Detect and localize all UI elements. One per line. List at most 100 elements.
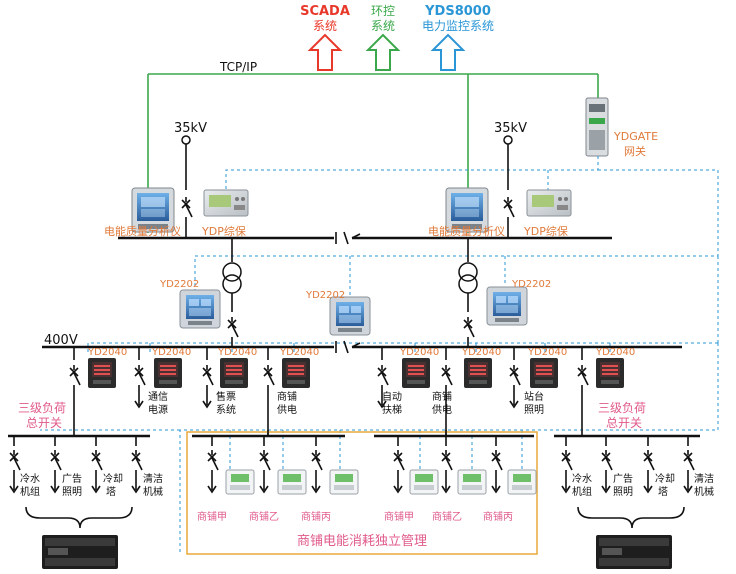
gateway-sub: 网关 <box>624 144 646 158</box>
shops-title: 商铺电能消耗独立管理 <box>297 534 427 549</box>
yd2202-right-label: YD2202 <box>511 279 551 290</box>
shop-right-1: 商铺甲 <box>384 436 439 523</box>
load-right-branch-1-line1: 冷水 <box>572 472 592 485</box>
yd2040-meter-5-icon <box>402 358 430 388</box>
yd2040-label-2: YD2040 <box>151 347 191 358</box>
load-left-title-line1: 三级负荷 <box>18 401 66 415</box>
comm-power-arrow-icon <box>134 390 144 408</box>
shop-right-3-arrow-icon <box>491 475 501 493</box>
load-right-branch-3-line1: 冷却 <box>655 472 675 485</box>
yd2040-meter-1-icon <box>88 358 116 388</box>
shop-right-2-breaker-icon <box>441 449 453 477</box>
load-left-brace <box>25 506 133 529</box>
load-left-branch-2: 广告 照明 <box>50 436 82 498</box>
plc-controller-right-icon <box>596 535 672 569</box>
yd2202-center: YD2202 <box>305 290 371 336</box>
hv-section-left: 35kV 电能质量分析仪 YDP综保 <box>104 121 249 238</box>
shop-left-2-breaker-icon <box>259 449 271 477</box>
load-left-branch-3: 冷却 塔 <box>91 436 123 498</box>
shop-left-3-arrow-icon <box>311 475 321 493</box>
load-left-branch-3-breaker-icon <box>91 449 103 477</box>
load-right-branch-4: 清洁 机械 <box>683 436 714 498</box>
load-left-branch-1: 冷水 机组 <box>9 436 40 498</box>
yd2040-label-4: YD2040 <box>279 347 319 358</box>
ydp-protection-right-icon <box>526 189 572 217</box>
shop-left-2-label: 商铺乙 <box>249 510 279 523</box>
shop-left-2: 商铺乙 <box>249 436 307 523</box>
load-left-branch-4-line1: 清洁 <box>143 472 163 485</box>
lv-feeder-platform-light: YD2040 站台 照明 <box>509 347 567 416</box>
protection-right-label: YDP综保 <box>523 224 568 238</box>
transformer-right: YD2202 <box>458 238 551 347</box>
transformer-left-icon <box>222 262 242 282</box>
shop-right-3-label: 商铺丙 <box>483 510 513 523</box>
yd2202-meter-left-icon <box>179 289 221 329</box>
lv-feeder-comm-power: YD2040 通信 电源 <box>134 347 191 416</box>
feeder-3-line2: 供电 <box>277 403 297 416</box>
load-left-branch-1-line2: 机组 <box>20 485 40 498</box>
load-right-title-line1: 三级负荷 <box>598 401 646 415</box>
shop-left-2-meter-icon <box>277 469 307 495</box>
shop-right-2-arrow-icon <box>441 475 451 493</box>
shops-block: 商铺甲 商铺乙 商铺丙 商铺甲 商铺乙 <box>186 430 538 555</box>
env-control-up-arrow-icon <box>365 33 401 71</box>
load-right-branch-1-line2: 机组 <box>572 485 592 498</box>
yds8000-label-line1: YDS8000 <box>424 4 491 19</box>
feeder-5-line1: 商铺 <box>432 390 452 403</box>
load-left-branch-4-breaker-icon <box>131 449 143 477</box>
shop-left-3-meter-icon <box>329 469 359 495</box>
scada-label-line2: 系统 <box>313 19 337 33</box>
gateway-name: YDGATE <box>613 130 658 143</box>
shop-left-2-arrow-icon <box>259 475 269 493</box>
hv-section-right: 35kV 电能质量分析仪 YDP综保 <box>428 121 572 238</box>
hv-voltage-right: 35kV <box>494 121 527 136</box>
hv-bus <box>118 231 612 245</box>
load-right-brace <box>577 506 685 529</box>
env-control-system-block: 环控 系统 <box>365 4 401 71</box>
shop-left-3-breaker-icon <box>311 449 323 477</box>
yd2040-label-8: YD2040 <box>595 347 635 358</box>
shop-left-1-arrow-icon <box>207 475 217 493</box>
hv-voltage-left: 35kV <box>174 121 207 136</box>
load-right-branch-4-breaker-icon <box>683 449 695 477</box>
transformer-right-icon <box>458 262 478 282</box>
shop-right-1-arrow-icon <box>393 475 403 493</box>
load-right-branch-2: 广告 照明 <box>601 436 633 498</box>
load-right-branch-4-arrow-icon <box>683 475 693 493</box>
load-left-branch-2-line2: 照明 <box>62 486 82 498</box>
shop-right-2: 商铺乙 <box>432 436 487 523</box>
load-left-branch-3-arrow-icon <box>91 475 101 493</box>
lv-voltage-label: 400V <box>44 333 78 348</box>
feeder-4-line1: 自动 <box>382 390 402 403</box>
load-left-branch-1-arrow-icon <box>9 475 19 493</box>
plc-controller-left-icon <box>42 535 118 569</box>
load-left-title-line2: 总开关 <box>26 416 62 430</box>
load-left-branch-2-line1: 广告 <box>62 472 82 485</box>
shop-left-1: 商铺甲 <box>197 436 255 523</box>
tcpip-network: TCP/IP <box>147 60 599 233</box>
yd2040-label-3: YD2040 <box>217 347 257 358</box>
load-right-branch-1-breaker-icon <box>561 449 573 477</box>
feeder-6-line2: 照明 <box>524 404 544 416</box>
yd2040-meter-2-icon <box>154 358 182 388</box>
yds8000-system-block: YDS8000 电力监控系统 <box>422 4 494 71</box>
load-right-branch-2-arrow-icon <box>601 475 611 493</box>
main-right-breaker-icon <box>577 364 589 392</box>
shop-right-1-label: 商铺甲 <box>384 510 414 523</box>
shop-left-3-label: 商铺丙 <box>301 510 331 523</box>
escalator-breaker-icon <box>377 364 389 392</box>
load-right-branch-1: 冷水 机组 <box>561 436 592 498</box>
yd2040-meter-6-icon <box>464 358 492 388</box>
main-left-breaker-icon <box>69 364 81 392</box>
yd2040-label-6: YD2040 <box>461 347 501 358</box>
comm-power-breaker-icon <box>134 364 146 392</box>
feeder-6-line1: 站台 <box>524 390 544 403</box>
shop-right-1-breaker-icon <box>393 449 405 477</box>
load-left-branch-4-line2: 机械 <box>143 485 163 498</box>
hv-breaker-left-icon <box>181 196 193 224</box>
shop-right-3-breaker-icon <box>491 449 503 477</box>
shop-right-2-label: 商铺乙 <box>432 510 462 523</box>
transformer-right-breaker-icon <box>463 316 475 344</box>
load-right-branch-1-arrow-icon <box>561 475 571 493</box>
